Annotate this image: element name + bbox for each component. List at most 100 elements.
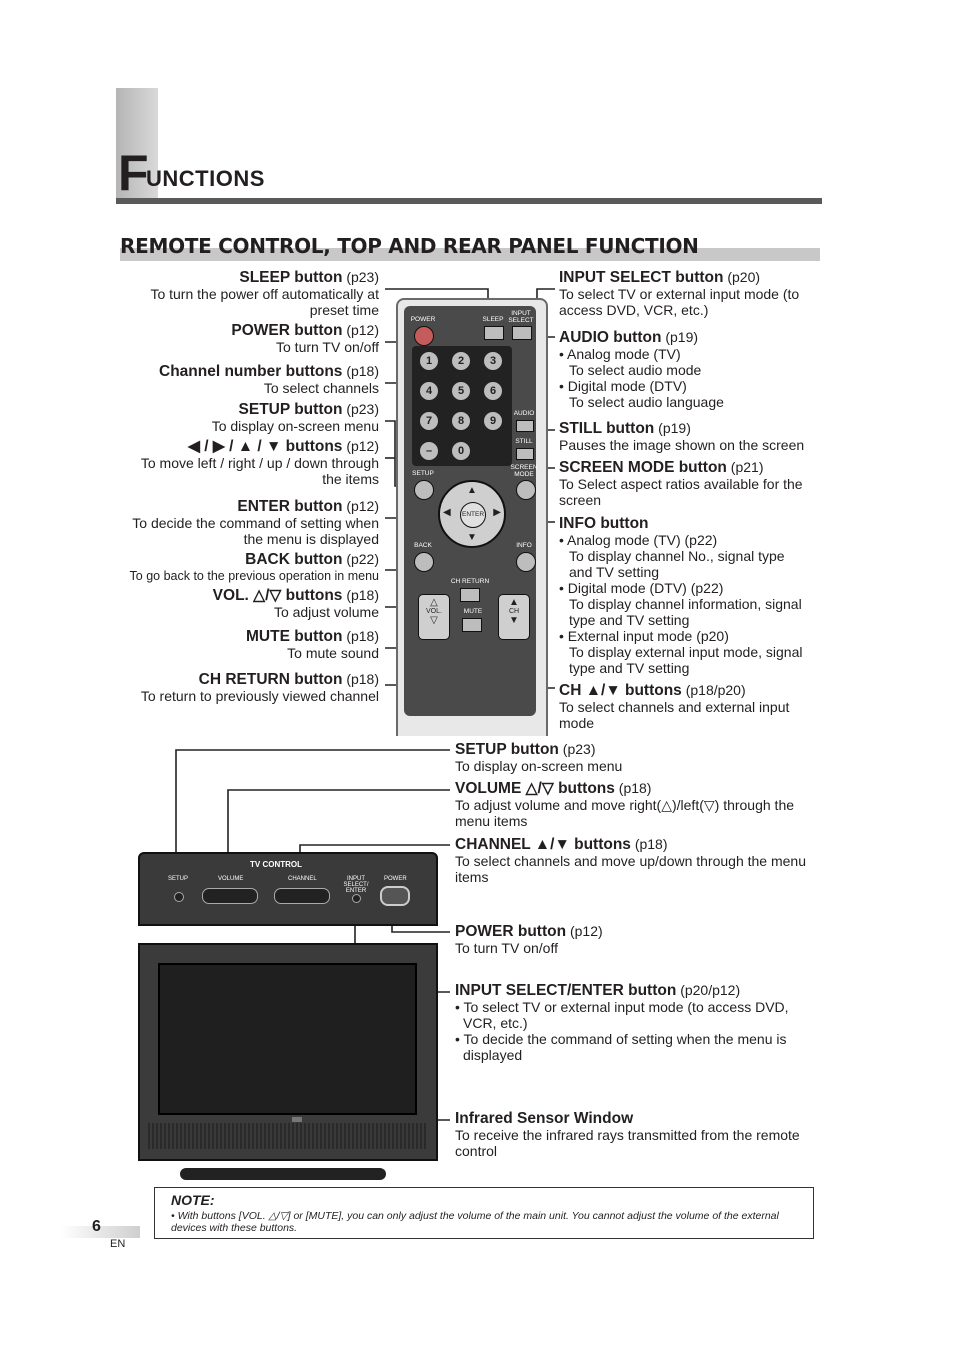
remote-key-3[interactable]: 3 — [484, 352, 502, 370]
callout-power: POWER button (p12) To turn TV on/off — [231, 322, 379, 355]
vol-down-icon[interactable]: ▽ — [430, 615, 438, 626]
remote-key-dash[interactable]: – — [420, 442, 438, 460]
arrow-left-icon[interactable]: ◀ — [443, 507, 451, 518]
callout-panel-input: INPUT SELECT/ENTER button (p20/p12) • To… — [455, 982, 789, 1063]
callout-audio: AUDIO button (p19) • Analog mode (TV) To… — [559, 329, 724, 410]
panel-label-volume: VOLUME — [218, 876, 244, 882]
remote-mute-button[interactable] — [462, 618, 482, 632]
remote-key-1[interactable]: 1 — [420, 352, 438, 370]
remote-sleep-button[interactable] — [484, 326, 504, 340]
section-bar — [120, 248, 820, 261]
panel-label-setup: SETUP — [168, 876, 189, 882]
tv-control-label: TV CONTROL — [250, 860, 302, 869]
ch-down-icon[interactable]: ▼ — [509, 615, 519, 626]
remote-key-5[interactable]: 5 — [452, 382, 470, 400]
remote-power-button[interactable] — [414, 326, 434, 346]
remote-screen-mode-button[interactable] — [516, 480, 536, 500]
header-rule — [116, 198, 822, 204]
page-number: 6 — [92, 1218, 101, 1235]
panel-input-button[interactable] — [352, 894, 361, 903]
callout-mute: MUTE button (p18) To mute sound — [246, 628, 379, 661]
page-number-bar — [60, 1226, 140, 1238]
remote-ch-return-button[interactable] — [460, 588, 480, 602]
remote-enter-button[interactable]: ENTER — [460, 502, 486, 528]
note-box: NOTE: • With buttons [VOL. △/▽] or [MUTE… — [154, 1187, 814, 1239]
remote-back-button[interactable] — [414, 552, 434, 572]
remote-label-ch: CH — [508, 608, 520, 615]
section-title: REMOTE CONTROL, TOP AND REAR PANEL FUNCT… — [120, 234, 699, 258]
callout-info: INFO button • Analog mode (TV) (p22) To … — [559, 515, 803, 677]
remote-label-still: STILL — [515, 438, 533, 445]
remote-key-4[interactable]: 4 — [420, 382, 438, 400]
remote-control: POWER SLEEP INPUT SELECT 1 2 3 4 5 6 7 8… — [396, 298, 548, 736]
infrared-sensor-window — [292, 1117, 302, 1122]
remote-vol-rocker[interactable]: △ VOL. ▽ — [418, 594, 450, 640]
remote-audio-button[interactable] — [516, 420, 534, 432]
header-gray-block — [116, 88, 158, 198]
arrow-up-icon[interactable]: ▲ — [467, 485, 477, 496]
callout-input-select: INPUT SELECT button (p20) To select TV o… — [559, 269, 800, 318]
tv-front — [138, 943, 438, 1161]
panel-label-power: POWER — [384, 876, 407, 882]
tv-speaker-grille — [148, 1123, 426, 1149]
header-title: UNCTIONS — [146, 166, 265, 191]
remote-info-button[interactable] — [516, 552, 536, 572]
remote-dpad[interactable]: ENTER ▲ ▼ ◀ ▶ — [438, 480, 506, 548]
callout-vol: VOL. △/▽ buttons (p18) To adjust volume — [212, 587, 379, 620]
remote-numpad: 1 2 3 4 5 6 7 8 9 – 0 — [412, 346, 512, 466]
panel-label-channel: CHANNEL — [288, 876, 317, 882]
callout-panel-volume: VOLUME △/▽ buttons (p18) To adjust volum… — [455, 780, 795, 829]
vol-up-icon[interactable]: △ — [430, 597, 438, 608]
callout-arrows: ◀ / ▶ / ▲ / ▼ buttons (p12) To move left… — [140, 438, 379, 487]
panel-label-input: INPUT SELECT/ ENTER — [343, 876, 369, 894]
remote-key-6[interactable]: 6 — [484, 382, 502, 400]
panel-channel-rocker[interactable] — [274, 888, 330, 904]
page-language: EN — [110, 1238, 126, 1250]
callout-panel-channel: CHANNEL ▲/▼ buttons (p18) To select chan… — [455, 836, 807, 885]
remote-key-0[interactable]: 0 — [452, 442, 470, 460]
header-initial: F — [118, 145, 149, 201]
callout-ch-return: CH RETURN button (p18) To return to prev… — [140, 671, 379, 704]
tv-stand — [180, 1168, 386, 1180]
tv-control-panel: TV CONTROL SETUP VOLUME CHANNEL INPUT SE… — [138, 852, 438, 926]
panel-setup-button[interactable] — [174, 892, 184, 902]
arrow-right-icon[interactable]: ▶ — [493, 507, 501, 518]
callout-back: BACK button (p22) To go back to the prev… — [129, 551, 379, 583]
callout-still: STILL button (p19) Pauses the image show… — [559, 420, 805, 453]
remote-label-sleep: SLEEP — [482, 316, 504, 323]
remote-key-8[interactable]: 8 — [452, 412, 470, 430]
callout-panel-setup: SETUP button (p23) To display on-screen … — [455, 741, 623, 774]
remote-key-7[interactable]: 7 — [420, 412, 438, 430]
remote-label-back: BACK — [414, 542, 432, 549]
remote-label-power: POWER — [410, 316, 436, 323]
callout-setup: SETUP button (p23) To display on-screen … — [211, 401, 379, 434]
panel-power-button[interactable] — [380, 886, 410, 906]
arrow-down-icon[interactable]: ▼ — [467, 532, 477, 543]
remote-label-vol: VOL. — [426, 608, 442, 615]
remote-key-2[interactable]: 2 — [452, 352, 470, 370]
remote-input-button[interactable] — [512, 326, 532, 340]
tv-screen — [158, 963, 417, 1115]
remote-face: POWER SLEEP INPUT SELECT 1 2 3 4 5 6 7 8… — [404, 306, 538, 716]
note-heading: NOTE: — [171, 1192, 215, 1208]
ch-up-icon[interactable]: ▲ — [509, 597, 519, 608]
callout-sleep: SLEEP button (p23) To turn the power off… — [150, 269, 379, 318]
remote-label-info: INFO — [516, 542, 532, 549]
note-body: • With buttons [VOL. △/▽] or [MUTE], you… — [171, 1210, 779, 1234]
remote-still-button[interactable] — [516, 448, 534, 460]
callout-ch: CH ▲/▼ buttons (p18/p20) To select chann… — [559, 682, 790, 731]
remote-key-9[interactable]: 9 — [484, 412, 502, 430]
remote-label-setup: SETUP — [412, 470, 434, 477]
remote-ch-rocker[interactable]: ▲ CH ▼ — [498, 594, 530, 640]
remote-label-audio: AUDIO — [513, 410, 535, 417]
panel-volume-rocker[interactable] — [202, 888, 258, 904]
remote-setup-button[interactable] — [414, 480, 434, 500]
callout-panel-power: POWER button (p12) To turn TV on/off — [455, 923, 603, 956]
callout-screen-mode: SCREEN MODE button (p21) To Select aspec… — [559, 459, 803, 508]
remote-label-input: INPUT SELECT — [508, 310, 534, 324]
callout-infrared: Infrared Sensor Window To receive the in… — [455, 1110, 800, 1160]
remote-label-chreturn: CH RETURN — [450, 578, 490, 585]
callout-enter: ENTER button (p12) To decide the command… — [132, 498, 379, 547]
callout-channel-number: Channel number buttons (p18) To select c… — [159, 363, 379, 396]
remote-label-screen: SCREEN MODE — [510, 464, 538, 478]
